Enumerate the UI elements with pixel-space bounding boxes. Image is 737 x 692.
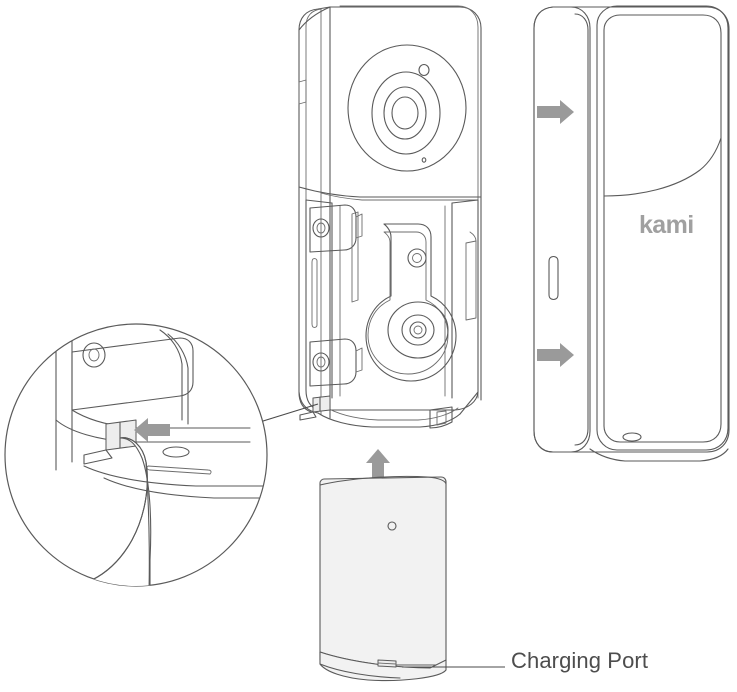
arrow-cover-bottom [537, 343, 574, 367]
charging-port-label: Charging Port [511, 648, 649, 673]
latch-release-detail-circle [4, 323, 268, 587]
back-cover-shell [533, 5, 730, 462]
mounting-bracket [298, 199, 479, 429]
charging-port-slot [377, 659, 397, 668]
camera-lens-module [347, 44, 467, 172]
arrow-cover-top [537, 100, 574, 124]
battery-release-latch [299, 395, 331, 421]
arrow-latch-release [134, 418, 170, 442]
camera-body-with-bracket [298, 5, 482, 429]
arrow-battery-insert [366, 449, 390, 485]
kami-brand-logo: kami [639, 211, 694, 239]
rechargeable-battery-pack [319, 475, 447, 682]
